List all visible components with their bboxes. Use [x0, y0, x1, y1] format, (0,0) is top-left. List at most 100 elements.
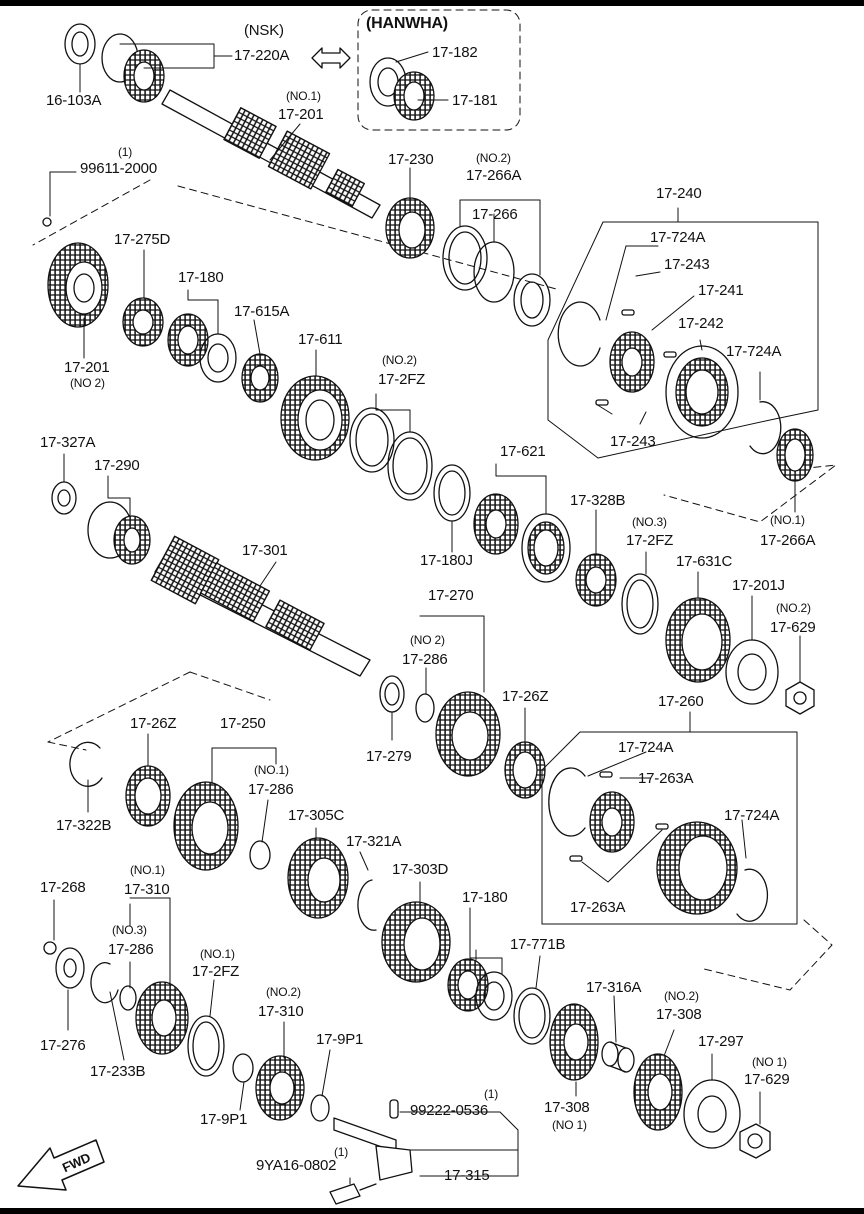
label-qty-1-b: (1)	[484, 1087, 499, 1101]
label-17-240: 17-240	[656, 185, 702, 202]
clip-17-322B	[69, 741, 103, 787]
label-17-621: 17-621	[500, 443, 546, 460]
label-17-26Z-1: 17-26Z	[502, 688, 549, 705]
label-17-243-1: 17-243	[664, 256, 710, 273]
label-17-286-1: 17-286	[402, 651, 448, 668]
sync-17-240-parts	[557, 301, 782, 455]
label-17-9P1-1: 17-9P1	[200, 1111, 248, 1128]
washer-17-771B	[513, 987, 551, 1045]
label-17-611: 17-611	[298, 331, 343, 348]
gear-17-250	[173, 781, 239, 871]
fork-17-315	[329, 1099, 413, 1205]
label-17-321A: 17-321A	[346, 833, 402, 850]
label-17-243-2: 17-243	[610, 433, 656, 450]
label-no3-b: (NO.3)	[112, 923, 147, 937]
label-17-724A-3: 17-724A	[618, 739, 674, 756]
label-no2-d: (NO 2)	[410, 633, 445, 647]
gear-17-308-no1	[549, 1003, 599, 1081]
label-no1-e: (NO.1)	[200, 947, 235, 961]
bearing-17-201J	[725, 639, 779, 705]
label-17-629-2: 17-629	[744, 1071, 790, 1088]
ring-17-9P1-b	[310, 1094, 330, 1122]
label-9YA16-0802: 9YA16-0802	[256, 1157, 337, 1174]
shaft-upper	[161, 89, 381, 219]
leader-lines	[49, 43, 801, 1185]
bearing-17-180	[167, 313, 237, 383]
washer-17-276	[55, 947, 85, 989]
ring-17-2FZ-no3	[621, 573, 659, 635]
nut-17-629-no2	[785, 681, 815, 715]
dashed-outlines	[32, 9, 837, 991]
label-17-305C: 17-305C	[288, 807, 345, 824]
label-16-103A: 16-103A	[46, 92, 102, 109]
bearing-16-103A	[64, 23, 96, 65]
label-no2-c: (NO 2)	[70, 376, 105, 390]
label-17-629-1: 17-629	[770, 619, 816, 636]
shaft-17-301	[51, 481, 371, 677]
label-17-260: 17-260	[658, 693, 704, 710]
label-17-242: 17-242	[678, 315, 724, 332]
label-no3-a: (NO.3)	[632, 515, 667, 529]
label-17-182: 17-182	[432, 44, 478, 61]
label-17-310-2: 17-310	[258, 1003, 304, 1020]
label-qty-1-c: (1)	[334, 1145, 349, 1159]
label-17-290: 17-290	[94, 457, 140, 474]
label-17-9P1-2: 17-9P1	[316, 1031, 364, 1048]
label-no1-d: (NO.1)	[130, 863, 165, 877]
gear-17-611	[280, 375, 350, 461]
label-17-279: 17-279	[366, 748, 412, 765]
clip-17-286-no3	[119, 985, 137, 1011]
label-17-315: 17-315	[444, 1167, 490, 1184]
label-17-266A: 17-266A	[466, 167, 522, 184]
box-17-240	[547, 221, 819, 459]
gear-17-308-no2	[633, 1053, 683, 1131]
label-no1-c: (NO.1)	[254, 763, 289, 777]
gear-17-631C	[665, 597, 731, 683]
label-17-250: 17-250	[220, 715, 266, 732]
rings-17-2FZ-no2	[349, 407, 433, 501]
gear-17-201-no2	[47, 242, 109, 328]
clip-17-233B	[90, 962, 119, 1004]
bearing-17-615A	[241, 353, 279, 403]
label-17-275D: 17-275D	[114, 231, 171, 248]
gear-17-305C	[287, 837, 349, 919]
bearing-17-180-b	[447, 958, 513, 1021]
clip-17-321A	[357, 879, 377, 931]
label-17-308-1: 17-308	[656, 1006, 702, 1023]
label-17-301: 17-301	[242, 542, 288, 559]
top-border	[0, 0, 864, 6]
label-17-771B: 17-771B	[510, 936, 566, 953]
label-17-303D: 17-303D	[392, 861, 449, 878]
clip-17-286-no1	[249, 840, 271, 870]
label-17-230: 17-230	[388, 151, 434, 168]
label-no2-e: (NO.2)	[776, 601, 811, 615]
label-17-201-top: 17-201	[278, 106, 324, 123]
label-17-241: 17-241	[698, 282, 744, 299]
ring-17-279	[379, 675, 405, 713]
label-no2-g: (NO.2)	[664, 989, 699, 1003]
gear-17-310-no2	[255, 1055, 305, 1121]
rings-17-266	[442, 225, 551, 327]
label-17-327A: 17-327A	[40, 434, 96, 451]
sleeve-17-316A	[601, 1041, 635, 1073]
label-17-180J: 17-180J	[420, 552, 473, 569]
label-17-2FZ-3: 17-2FZ	[192, 963, 240, 980]
sync-17-260-parts	[548, 767, 769, 922]
label-17-286-2: 17-286	[248, 781, 294, 798]
label-no1-a: (NO.1)	[286, 89, 321, 103]
gear-17-303D	[381, 901, 451, 983]
label-17-322B: 17-322B	[56, 817, 112, 834]
ring-17-26Z-a	[504, 741, 546, 799]
bearing-hanwha	[369, 57, 435, 121]
washer-17-180J	[433, 464, 471, 522]
bottom-border	[0, 1208, 864, 1214]
label-17-26Z-2: 17-26Z	[130, 715, 177, 732]
label-no2-b: (NO.2)	[382, 353, 417, 367]
label-17-631C: 17-631C	[676, 553, 733, 570]
box-17-260	[541, 731, 798, 925]
ring-17-2FZ-no1	[187, 1015, 225, 1077]
gear-17-310-no1	[135, 981, 189, 1055]
label-17-2FZ-2: 17-2FZ	[626, 532, 674, 549]
